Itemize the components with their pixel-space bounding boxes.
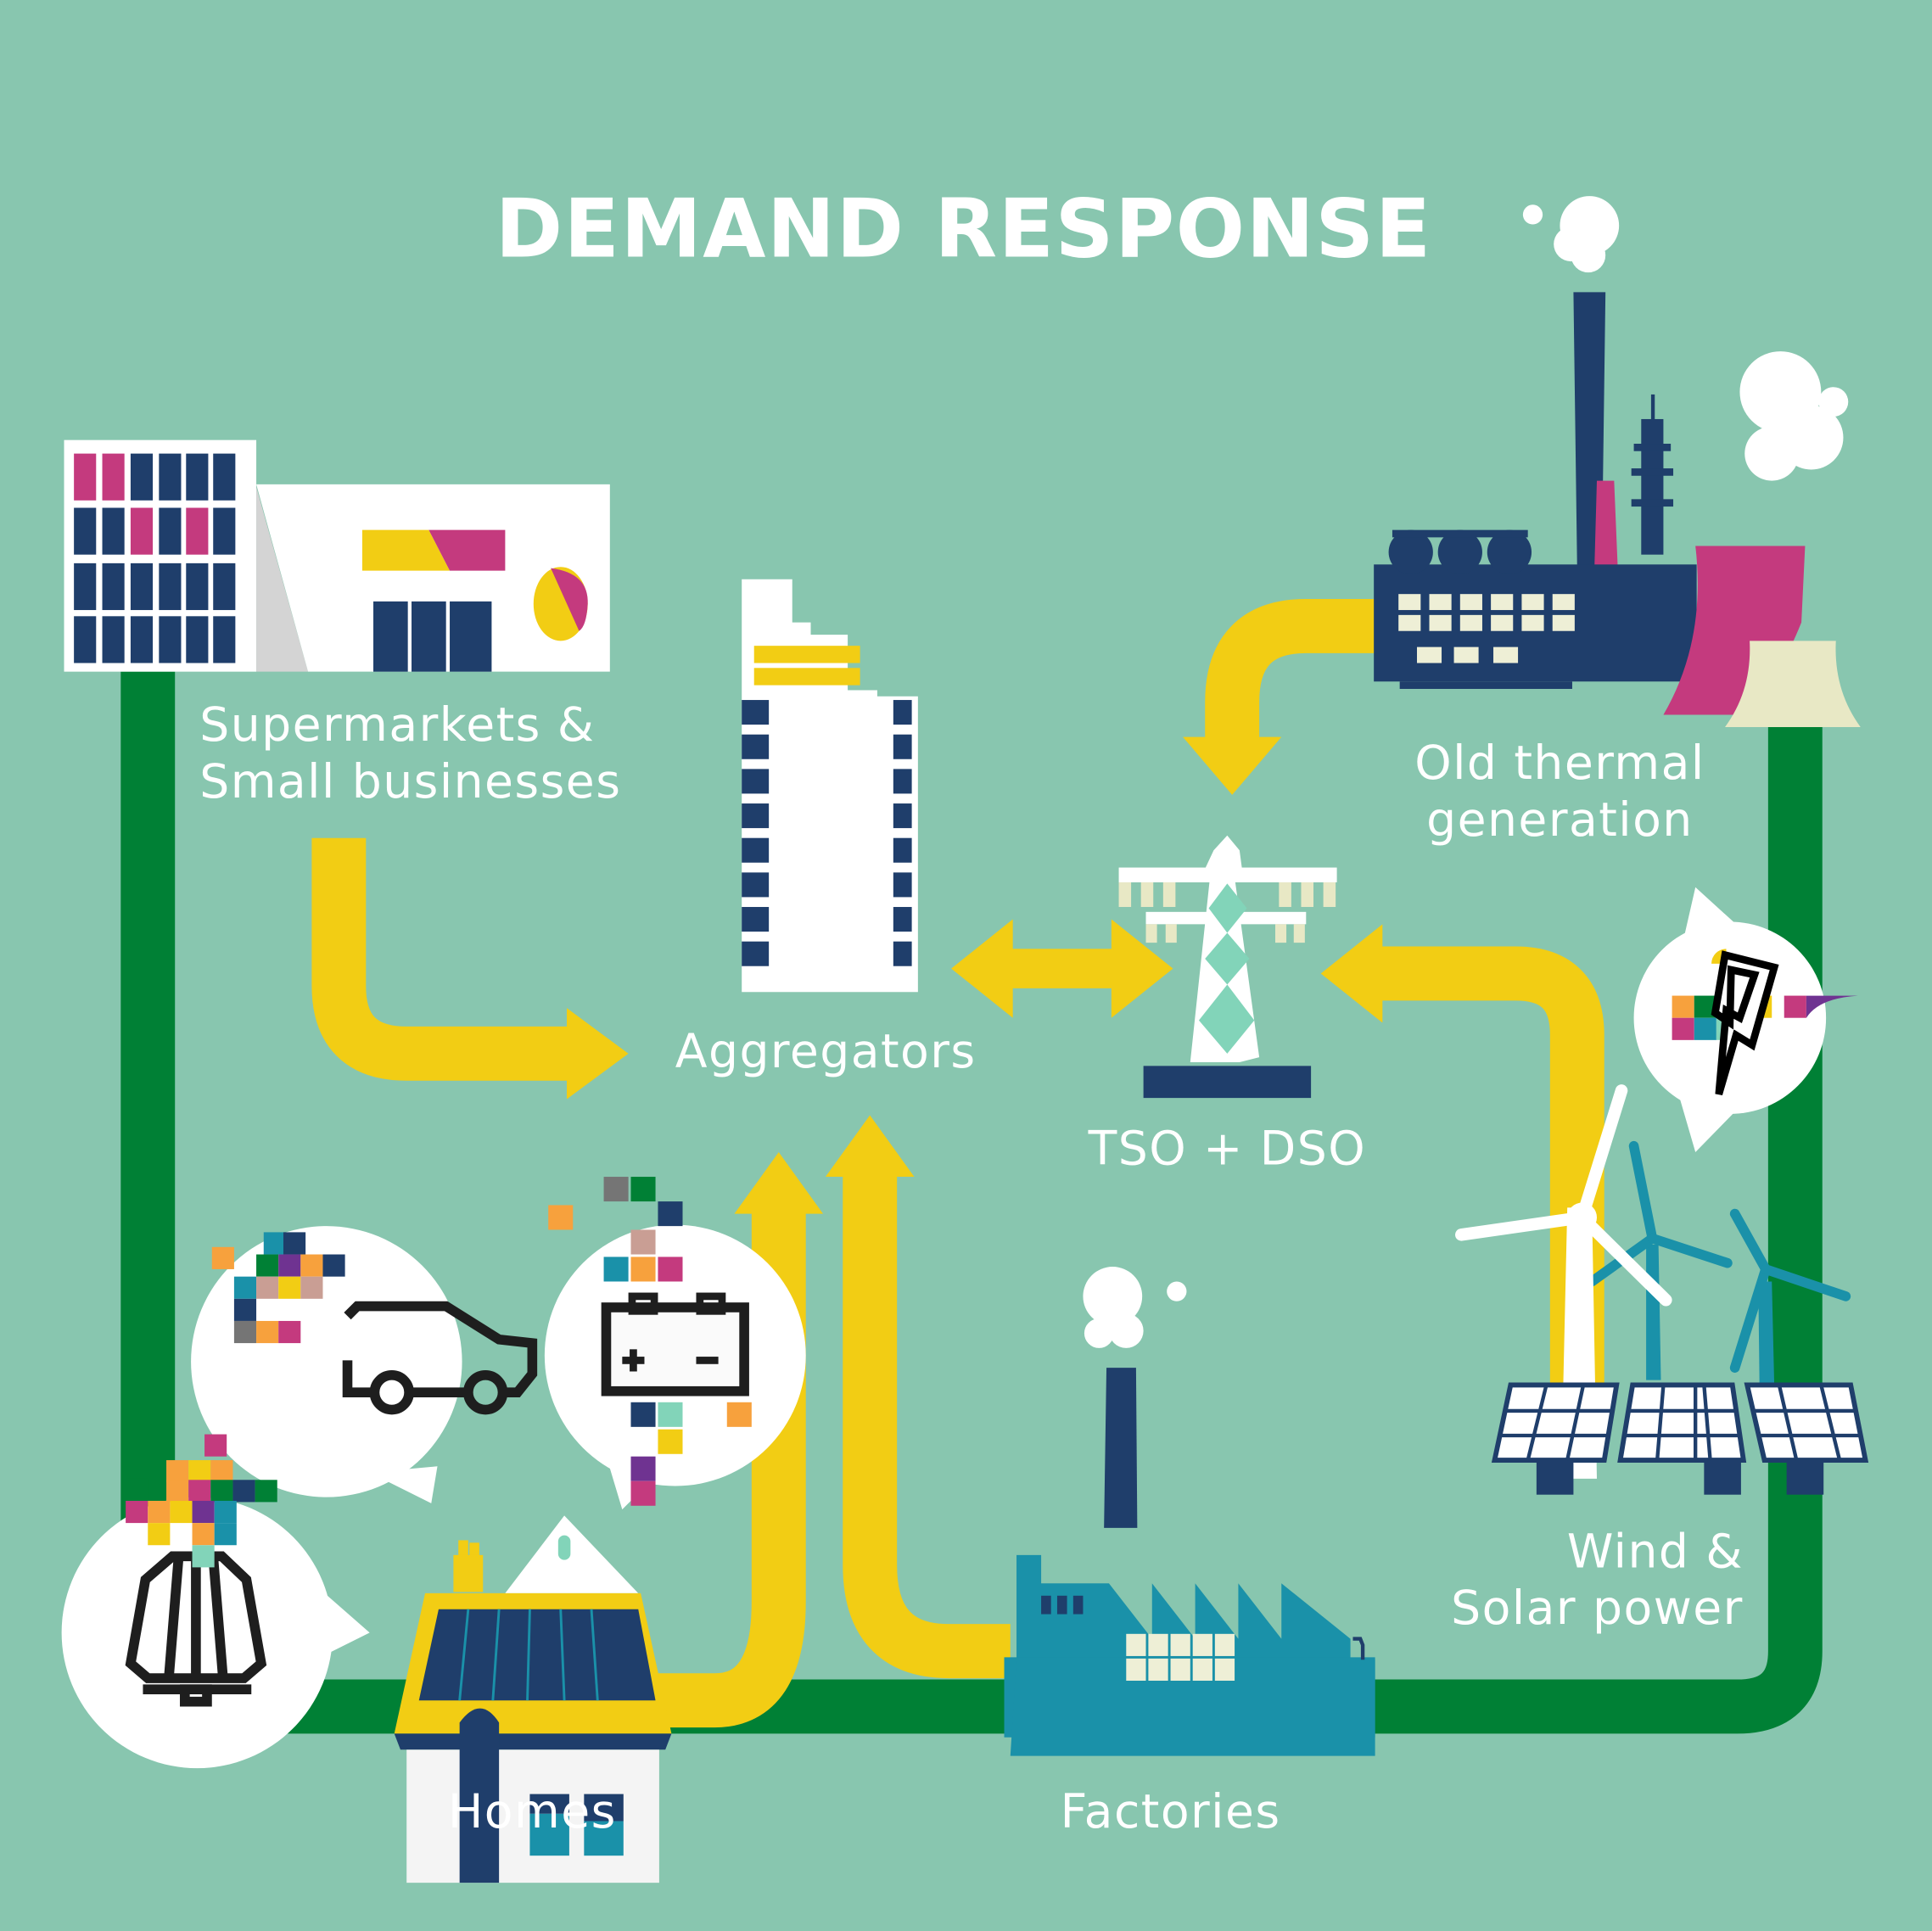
arrowhead: [566, 1008, 629, 1100]
battery-icon: [601, 1292, 749, 1396]
label-renewables-line1: Wind &: [1567, 1525, 1744, 1579]
lightning-bolt-icon: [1711, 950, 1779, 1095]
mosaic-decoration: [126, 1434, 277, 1568]
smoke-cloud-icon: [1083, 1267, 1187, 1348]
arrowhead: [825, 1115, 915, 1178]
arrow-homes-to-aggregators: [652, 1201, 806, 1728]
transmission-pylon: [1118, 835, 1337, 1099]
factory-building: [1004, 1267, 1375, 1756]
arrowhead: [734, 1152, 824, 1214]
heat-pump-icon: [125, 1551, 267, 1707]
label-aggregators: Aggregators: [675, 1025, 977, 1079]
solar-panels: [1491, 1382, 1869, 1495]
label-homes: Homes: [448, 1785, 617, 1839]
grid-signal-bubble: [1633, 887, 1858, 1153]
supermarket-building: [64, 439, 610, 672]
mosaic-decoration: [211, 1232, 345, 1344]
arrowhead: [1183, 736, 1282, 795]
electric-vehicle-bubble: [191, 1226, 538, 1503]
home-building: [394, 1515, 672, 1883]
label-supermarkets-line2: Small businesses: [199, 755, 621, 809]
heat-pump-bubble: [61, 1434, 370, 1769]
electric-car-icon: [342, 1301, 538, 1415]
arrow-aggregators-tso: [951, 919, 1173, 1018]
label-factories: Factories: [1061, 1785, 1281, 1839]
arrow-renewables-to-tso: [1380, 946, 1604, 1454]
mosaic-decoration: [548, 1177, 752, 1506]
smoke-cloud-icon: [1522, 196, 1849, 481]
battery-storage-bubble: [544, 1177, 806, 1510]
page-title: DEMAND RESPONSE: [496, 181, 1432, 276]
label-tso-dso: TSO + DSO: [1088, 1122, 1366, 1177]
label-renewables-line2: Solar power: [1451, 1581, 1744, 1636]
label-thermal-line1: Old thermal: [1414, 736, 1705, 791]
label-supermarkets-line1: Supermarkets &: [199, 698, 595, 753]
arrow-factories-to-aggregators: [843, 1170, 1011, 1679]
label-thermal-line2: generation: [1426, 793, 1694, 848]
aggregator-building: [742, 579, 918, 993]
arrowhead: [1320, 924, 1383, 1023]
thermal-power-plant: [1374, 196, 1861, 728]
arrow-supermarkets-to-aggregators: [311, 837, 580, 1081]
arrow-thermal-to-tso: [1205, 598, 1380, 753]
